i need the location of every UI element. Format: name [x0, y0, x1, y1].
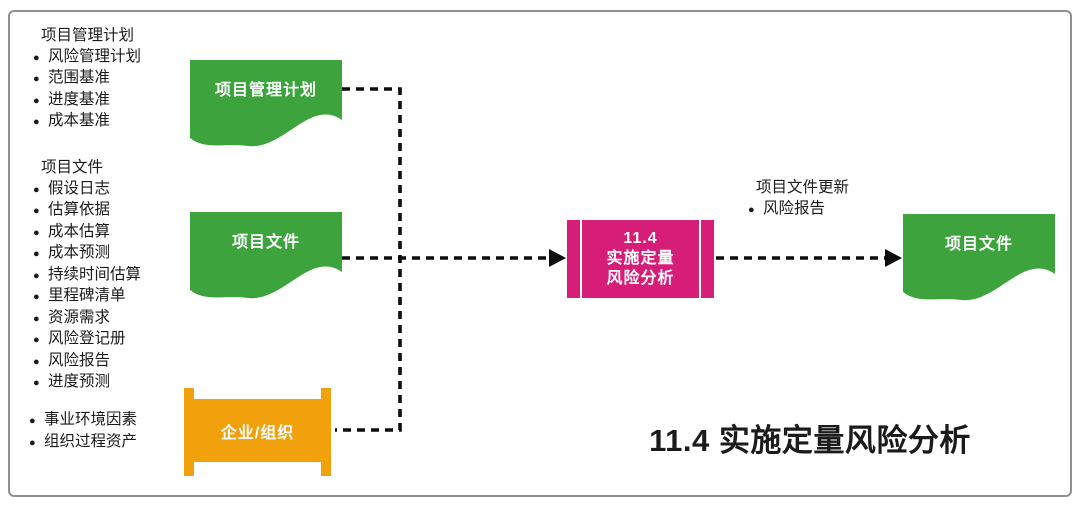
bullet-icon: ●: [33, 291, 40, 303]
bullet-icon: ●: [748, 203, 755, 216]
list-item: ● 成本估算: [33, 222, 141, 244]
list-item-label: 里程碑清单: [48, 287, 126, 304]
list-item: ● 风险登记册: [33, 329, 141, 351]
process-box-11-4: 11.4 实施定量 风险分析: [567, 220, 714, 298]
list-item: ● 持续时间估算: [33, 265, 141, 287]
list-item: ● 风险报告: [33, 351, 141, 373]
diagram-caption: 11.4 实施定量风险分析: [649, 423, 971, 458]
list-header: 项目文件更新: [756, 179, 850, 196]
list-item-label: 组织过程资产: [44, 432, 138, 450]
list-item-label: 成本预测: [48, 244, 111, 261]
document-shape-label: 项目文件: [944, 236, 1013, 253]
list-item: ● 成本基准: [33, 111, 141, 133]
list-item-label: 风险管理计划: [48, 47, 142, 65]
document-shape-output-project-documents: 项目文件: [903, 214, 1055, 309]
process-box-left-rule: [580, 220, 582, 298]
list-item-label: 成本基准: [48, 112, 111, 129]
bullet-icon: ●: [29, 415, 36, 427]
list-item-label: 估算依据: [48, 201, 111, 218]
bullet-icon: ●: [33, 334, 40, 346]
process-number: 11.4: [623, 230, 658, 247]
list-item: ● 进度基准: [33, 90, 141, 112]
document-shape-path: [190, 212, 342, 299]
document-shape-label: 项目管理计划: [214, 82, 317, 99]
output-list-project-documents-updates: 项目文件更新 ● 风险报告: [748, 178, 849, 220]
list-item-label: 风险登记册: [48, 330, 126, 347]
input-list-project-management-plan: 项目管理计划 ● 风险管理计划 ● 范围基准 ● 进度基准 ● 成本基准: [33, 26, 141, 133]
document-shape-project-management-plan: 项目管理计划: [190, 60, 342, 155]
list-item: ● 进度预测: [33, 372, 141, 394]
process-box-label: 11.4 实施定量 风险分析: [606, 229, 674, 289]
list-item: ● 风险管理计划: [33, 47, 141, 69]
list-item: ● 事业环境因素: [29, 410, 137, 432]
list-item: ● 估算依据: [33, 200, 141, 222]
bullet-icon: ●: [33, 269, 40, 282]
bullet-icon: ●: [33, 51, 40, 64]
list-item-label: 持续时间估算: [48, 265, 142, 283]
list-item: ● 假设日志: [33, 179, 141, 201]
bullet-icon: ●: [33, 94, 40, 107]
input-list-project-documents: 项目文件 ● 假设日志 ● 估算依据 ● 成本估算 ● 成本预测 ● 持续时间估算 ● 里程…: [33, 158, 141, 394]
bullet-icon: ●: [33, 116, 40, 128]
list-item-label: 事业环境因素: [44, 411, 138, 428]
document-shape-project-documents: 项目文件: [190, 212, 342, 307]
list-item-label: 进度基准: [48, 90, 111, 108]
list-item: ● 范围基准: [33, 68, 141, 90]
list-item: ● 组织过程资产: [29, 432, 137, 454]
list-item-label: 成本估算: [48, 222, 111, 240]
list-item-label: 假设日志: [48, 179, 111, 197]
document-shape-path: [190, 60, 342, 147]
scroll-body: [192, 399, 323, 462]
process-name-line1: 实施定量: [606, 250, 675, 267]
process-box-right-rule: [699, 220, 701, 298]
list-item-label: 资源需求: [48, 308, 111, 326]
document-shape-path: [903, 214, 1055, 301]
list-item: ● 里程碑清单: [33, 286, 141, 308]
scroll-left-bar: [184, 388, 194, 476]
bullet-icon: ●: [33, 73, 40, 85]
process-name-line2: 风险分析: [606, 270, 675, 287]
list-item: ● 风险报告: [748, 199, 849, 221]
bullet-icon: ●: [33, 183, 40, 196]
organization-scroll-shape: 企业/组织: [184, 388, 331, 476]
document-shape-icon: [190, 60, 342, 147]
list-header: 项目管理计划: [41, 27, 135, 44]
scroll-label: 企业/组织: [220, 425, 295, 442]
list-item: ● 资源需求: [33, 308, 141, 330]
list-item: ● 成本预测: [33, 243, 141, 265]
bullet-icon: ●: [33, 312, 40, 325]
list-item-label: 风险报告: [763, 199, 826, 217]
bullet-icon: ●: [33, 205, 40, 217]
input-list-enterprise-factors: ● 事业环境因素 ● 组织过程资产: [29, 410, 137, 453]
document-shape-icon: [903, 214, 1055, 301]
list-item-label: 进度预测: [48, 373, 111, 390]
list-item-label: 风险报告: [48, 351, 111, 369]
bullet-icon: ●: [33, 377, 40, 389]
bullet-icon: ●: [33, 355, 40, 368]
scroll-right-bar: [321, 388, 331, 476]
bullet-icon: ●: [33, 248, 40, 260]
bullet-icon: ●: [33, 226, 40, 239]
list-item-label: 范围基准: [48, 69, 111, 86]
document-shape-label: 项目文件: [231, 234, 300, 251]
list-header: 项目文件: [41, 159, 104, 176]
document-shape-icon: [190, 212, 342, 299]
bullet-icon: ●: [29, 436, 36, 449]
